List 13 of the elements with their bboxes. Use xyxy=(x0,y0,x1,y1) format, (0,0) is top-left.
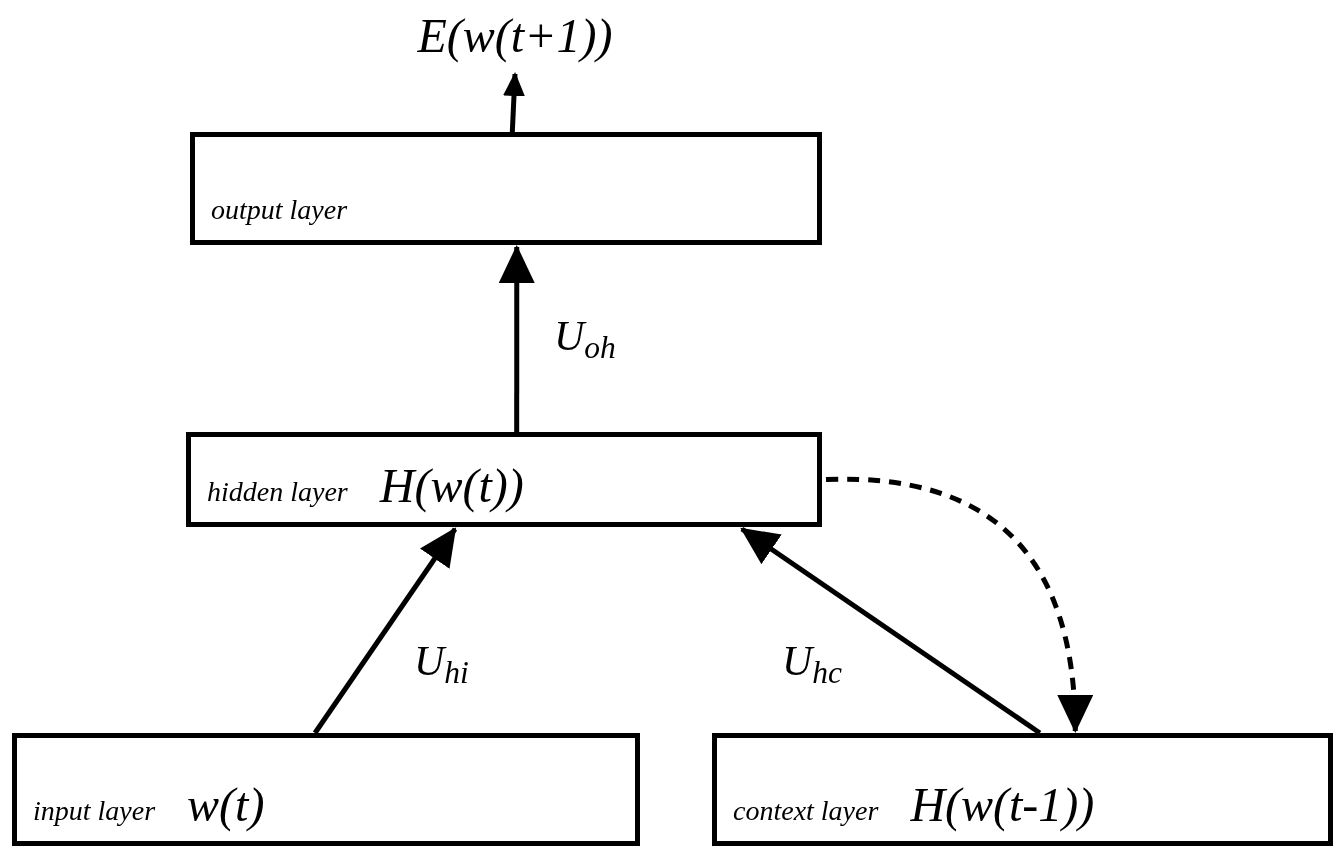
output-label: E(w(t+1)) xyxy=(400,0,630,72)
dashed-arrow xyxy=(826,477,1092,733)
layer-box xyxy=(186,432,822,527)
arrow xyxy=(503,72,525,133)
layer-name: output layer xyxy=(211,196,348,224)
layer-box xyxy=(12,733,640,846)
arrow xyxy=(312,527,458,735)
layer-name: input layer xyxy=(33,797,156,825)
layer-name: context layer xyxy=(733,797,879,825)
arrow xyxy=(498,245,535,432)
layer-name: hidden layer xyxy=(207,478,348,506)
layer-box xyxy=(712,733,1333,846)
layer-box xyxy=(190,132,822,245)
